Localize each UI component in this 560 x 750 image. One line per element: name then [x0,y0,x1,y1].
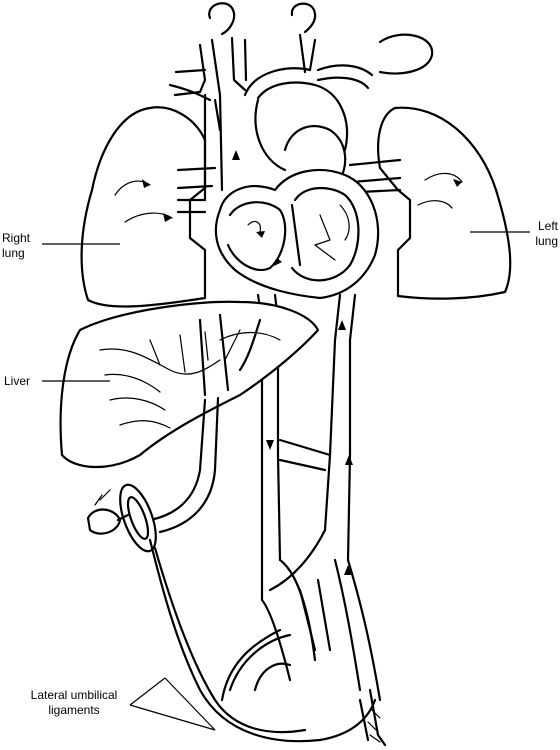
liver-label: Liver [4,374,30,389]
umbilical-artery-right [153,546,307,734]
liver [59,300,320,469]
right-lung [80,106,207,308]
heart [214,168,380,300]
right-lung-label: Right lung [2,231,30,261]
aortic-arch [243,33,374,97]
right-lung-label-line2: lung [2,246,25,260]
right-lung-label-line1: Right [2,231,31,245]
left-lung-label: Left lung [532,219,558,249]
umbilical-vein [148,396,220,534]
lateral-label-line2: ligaments [48,703,100,717]
liver-label-text: Liver [4,374,31,388]
descending-aorta [323,293,357,562]
left-lung-label-line1: Left [537,219,558,233]
left-lung [377,106,512,300]
left-lung-label-line2: lung [535,234,558,248]
umbilical-artery-left [148,538,377,743]
superior-vena-cava [173,38,224,202]
lateral-label-line1: Lateral umbilical [30,688,118,702]
lateral-umbilical-ligaments-label: Lateral umbilical ligaments [18,688,130,718]
